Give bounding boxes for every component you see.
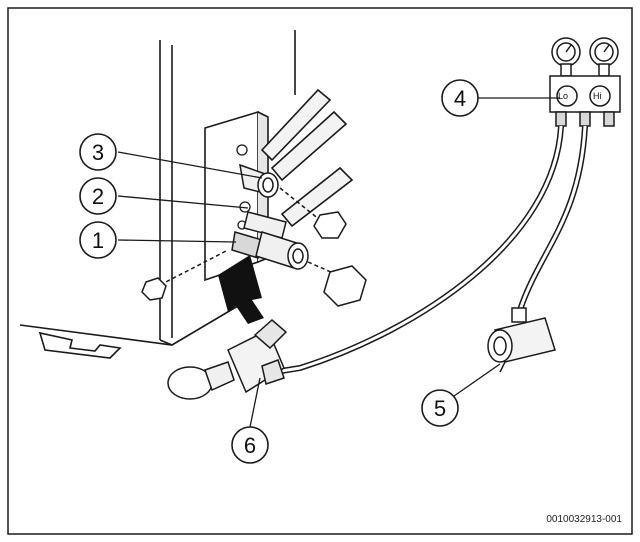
callout-5: 5	[421, 363, 501, 427]
valve-3	[239, 163, 279, 198]
valve-caps	[141, 187, 367, 307]
callout-2-label: 2	[92, 184, 104, 209]
callout-4: 4	[441, 79, 560, 117]
hi-valve-knob	[589, 85, 611, 107]
gauge-lo-label: Lo	[558, 91, 568, 101]
callout-3-label: 3	[92, 140, 104, 165]
valve-1	[231, 231, 309, 270]
gauge-manifold	[549, 37, 621, 127]
callout-6: 6	[231, 377, 269, 464]
reference-code: 0010032913-001	[546, 514, 622, 525]
callout-1-label: 1	[92, 228, 104, 253]
callout-6-label: 6	[244, 433, 256, 458]
refrigerant-pipes	[260, 88, 354, 228]
callout-5-label: 5	[434, 396, 446, 421]
service-tee-valve	[167, 319, 288, 400]
gauge-hi-label: Hi	[593, 91, 602, 101]
diagram-border	[7, 7, 633, 535]
lo-valve-knob	[556, 85, 578, 107]
callout-2: 2	[79, 177, 249, 215]
direction-arrow	[218, 255, 264, 324]
callout-4-label: 4	[454, 86, 466, 111]
callout-1: 1	[79, 221, 237, 259]
hoses	[274, 125, 588, 375]
vacuum-pump	[487, 307, 556, 373]
callout-3: 3	[79, 133, 263, 179]
